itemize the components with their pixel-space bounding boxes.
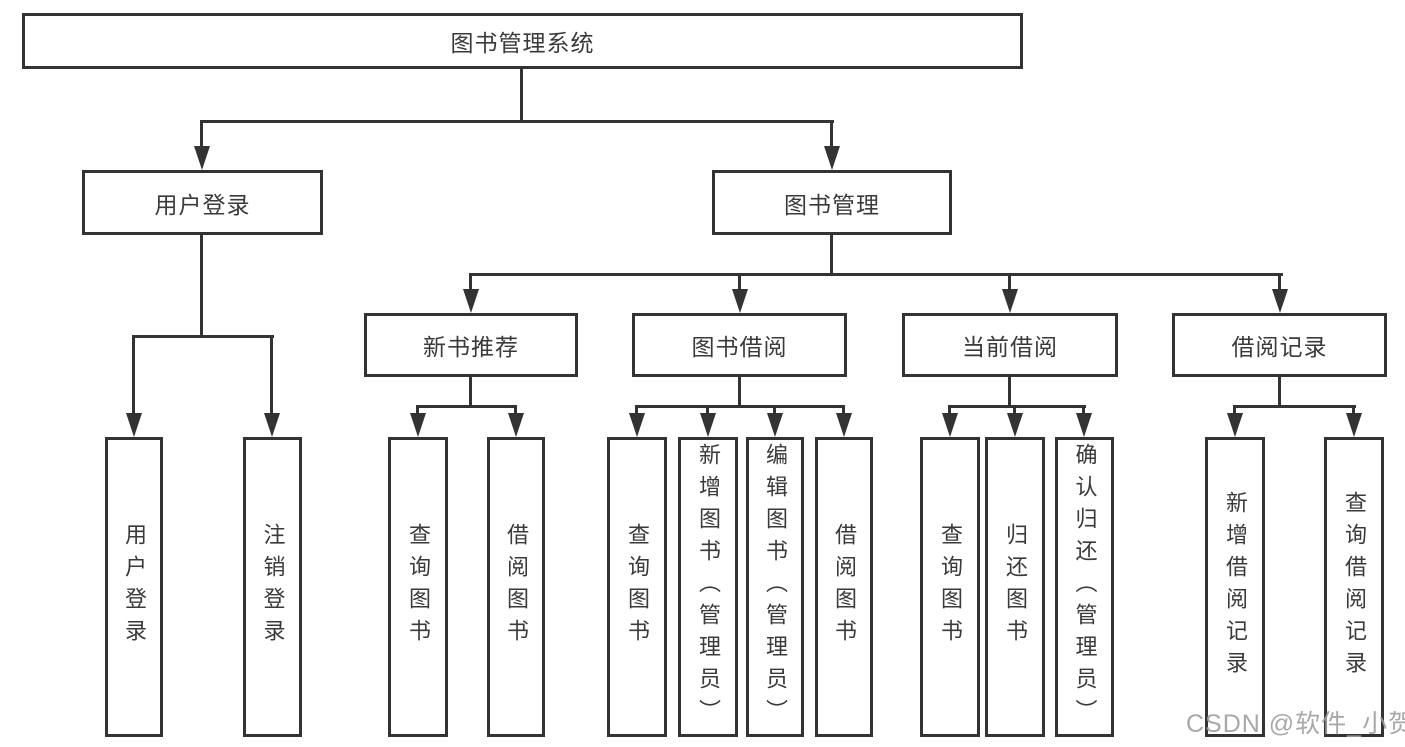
leaf-query-borrow-record: 查询借阅记录 <box>1324 437 1384 737</box>
leaf-query-books-current-label: 查询图书 <box>938 523 963 651</box>
connector-line <box>842 405 845 417</box>
leaf-return-books-label: 归还图书 <box>1003 523 1028 651</box>
arrow-down-icon <box>1272 289 1288 313</box>
connector-line <box>635 405 844 408</box>
connector-line <box>1082 405 1085 417</box>
connector-line <box>514 405 517 417</box>
node-current-borrow-label: 当前借阅 <box>962 334 1058 360</box>
leaf-borrow-books: 借阅图书 <box>815 437 873 737</box>
arrow-down-icon <box>767 413 783 437</box>
connector-line <box>416 405 419 417</box>
connector-line <box>1008 273 1011 291</box>
arrow-down-icon <box>1007 413 1023 437</box>
arrow-down-icon <box>942 413 958 437</box>
leaf-return-books: 归还图书 <box>985 437 1045 737</box>
leaf-confirm-return-admin-label: 确认归还（管理员） <box>1072 443 1098 731</box>
leaf-user-login: 用户登录 <box>105 437 163 737</box>
arrow-down-icon <box>508 413 524 437</box>
leaf-add-borrow-record: 新增借阅记录 <box>1205 437 1265 737</box>
leaf-query-books-borrow-label: 查询图书 <box>625 523 650 651</box>
connector-line <box>132 335 135 413</box>
leaf-user-login-label: 用户登录 <box>122 523 147 651</box>
connector-line <box>706 405 709 417</box>
arrow-down-icon <box>410 413 426 437</box>
leaf-edit-books-admin: 编辑图书（管理员） <box>746 437 804 737</box>
leaf-query-books-borrow: 查询图书 <box>607 437 667 737</box>
node-new-book-recommend-label: 新书推荐 <box>423 334 519 360</box>
leaf-query-books-recommend: 查询图书 <box>388 437 448 737</box>
leaf-logout-label: 注销登录 <box>260 523 286 651</box>
leaf-confirm-return-admin: 确认归还（管理员） <box>1055 437 1114 737</box>
leaf-add-borrow-record-label: 新增借阅记录 <box>1223 491 1248 683</box>
connector-line <box>635 405 638 417</box>
connector-line <box>133 335 274 338</box>
node-book-management: 图书管理 <box>712 170 952 235</box>
arrow-down-icon <box>194 146 210 170</box>
connector-line <box>417 405 517 408</box>
connector-line <box>469 377 472 408</box>
node-new-book-recommend: 新书推荐 <box>364 313 578 377</box>
arrow-down-icon <box>1227 413 1243 437</box>
leaf-logout: 注销登录 <box>243 437 302 737</box>
arrow-down-icon <box>463 289 479 313</box>
arrow-down-icon <box>700 413 716 437</box>
node-root: 图书管理系统 <box>22 13 1023 69</box>
connector-line <box>1278 377 1281 408</box>
leaf-edit-books-admin-label: 编辑图书（管理员） <box>763 443 788 731</box>
connector-line <box>200 120 203 146</box>
arrow-down-icon <box>629 413 645 437</box>
arrow-down-icon <box>1002 289 1018 313</box>
leaf-query-books-current: 查询图书 <box>920 437 980 737</box>
connector-line <box>1233 405 1356 408</box>
connector-line <box>738 377 741 408</box>
arrow-down-icon <box>732 289 748 313</box>
node-book-borrow: 图书借阅 <box>632 313 847 377</box>
connector-line <box>1233 405 1236 417</box>
arrow-down-icon <box>824 146 840 170</box>
connector-line <box>738 273 741 291</box>
connector-line <box>1008 377 1011 408</box>
leaf-borrow-books-recommend: 借阅图书 <box>487 437 545 737</box>
connector-line <box>948 405 951 417</box>
connector-line <box>1013 405 1016 417</box>
leaf-query-borrow-record-label: 查询借阅记录 <box>1342 491 1367 683</box>
connector-line <box>1278 273 1281 291</box>
connector-line <box>830 120 833 146</box>
node-user-login-label: 用户登录 <box>154 191 251 218</box>
connector-line <box>470 273 1283 276</box>
node-book-borrow-label: 图书借阅 <box>691 334 788 360</box>
connector-line <box>270 335 273 413</box>
connector-line <box>200 120 834 123</box>
connector-line <box>830 235 833 276</box>
node-borrow-record-label: 借阅记录 <box>1231 334 1328 360</box>
leaf-add-books-admin-label: 新增图书（管理员） <box>696 443 721 731</box>
connector-line <box>948 405 1086 408</box>
arrow-down-icon <box>1076 413 1092 437</box>
leaf-query-books-recommend-label: 查询图书 <box>406 523 431 651</box>
leaf-borrow-books-recommend-label: 借阅图书 <box>504 523 529 651</box>
connector-line <box>200 235 203 338</box>
arrow-down-icon <box>264 413 280 437</box>
connector-line <box>520 69 523 123</box>
node-book-management-label: 图书管理 <box>784 191 880 218</box>
node-borrow-record: 借阅记录 <box>1172 313 1387 377</box>
arrow-down-icon <box>836 413 852 437</box>
leaf-borrow-books-label: 借阅图书 <box>832 523 857 651</box>
connector-line <box>469 273 472 291</box>
leaf-add-books-admin: 新增图书（管理员） <box>678 437 738 737</box>
connector-line <box>1352 405 1355 417</box>
node-user-login: 用户登录 <box>82 170 323 235</box>
connector-line <box>773 405 776 417</box>
arrow-down-icon <box>1346 413 1362 437</box>
arrow-down-icon <box>126 413 142 437</box>
node-current-borrow: 当前借阅 <box>902 313 1118 377</box>
node-root-label: 图书管理系统 <box>450 30 595 56</box>
